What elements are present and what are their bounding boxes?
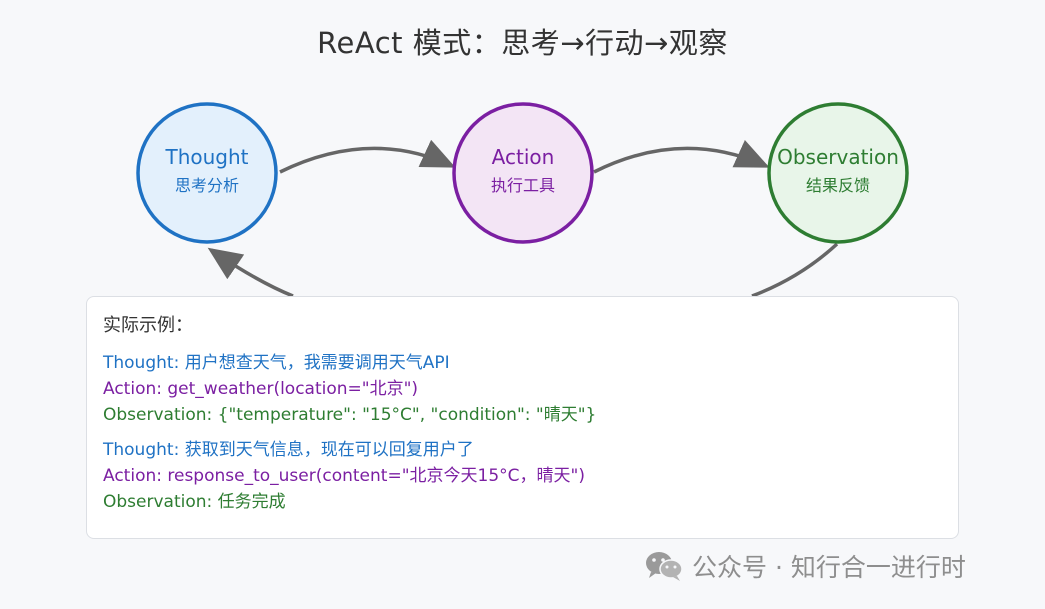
node-observation: Observation 结果反馈 xyxy=(767,102,909,244)
example-group-2: Thought: 获取到天气信息，现在可以回复用户了 Action: respo… xyxy=(103,437,942,515)
node-thought-sub: 思考分析 xyxy=(175,176,239,195)
example-2-action: Action: response_to_user(content="北京今天15… xyxy=(103,466,585,486)
node-action-sub: 执行工具 xyxy=(491,176,555,195)
example-panel: 实际示例： Thought: 用户想查天气，我需要调用天气API Action:… xyxy=(86,296,959,539)
node-thought-label: Thought xyxy=(164,145,248,169)
example-2-thought: Thought: 获取到天气信息，现在可以回复用户了 xyxy=(103,440,474,460)
example-1-observation: Observation: {"temperature": "15°C", "co… xyxy=(103,405,597,425)
node-observation-label: Observation xyxy=(777,145,899,169)
wechat-icon xyxy=(646,552,683,581)
example-1-thought: Thought: 用户想查天气，我需要调用天气API xyxy=(103,353,450,373)
arrow-thought-to-action xyxy=(279,139,456,174)
arrow-return-to-thought xyxy=(207,247,294,298)
node-action-label: Action xyxy=(492,145,555,169)
example-1-action: Action: get_weather(location="北京") xyxy=(103,379,419,399)
node-observation-sub: 结果反馈 xyxy=(806,176,870,195)
example-heading: 实际示例： xyxy=(103,315,193,336)
arrow-observation-return-right xyxy=(751,242,839,298)
arrow-action-to-observation xyxy=(593,139,770,174)
node-thought: Thought 思考分析 xyxy=(136,102,278,244)
watermark-text: 公众号 · 知行合一进行时 xyxy=(692,553,966,582)
node-action: Action 执行工具 xyxy=(452,102,594,244)
example-group-1: Thought: 用户想查天气，我需要调用天气API Action: get_w… xyxy=(103,350,942,428)
watermark: 公众号 · 知行合一进行时 xyxy=(644,548,966,584)
example-2-observation: Observation: 任务完成 xyxy=(103,492,286,512)
page-title: ReAct 模式：思考→行动→观察 xyxy=(317,26,728,60)
